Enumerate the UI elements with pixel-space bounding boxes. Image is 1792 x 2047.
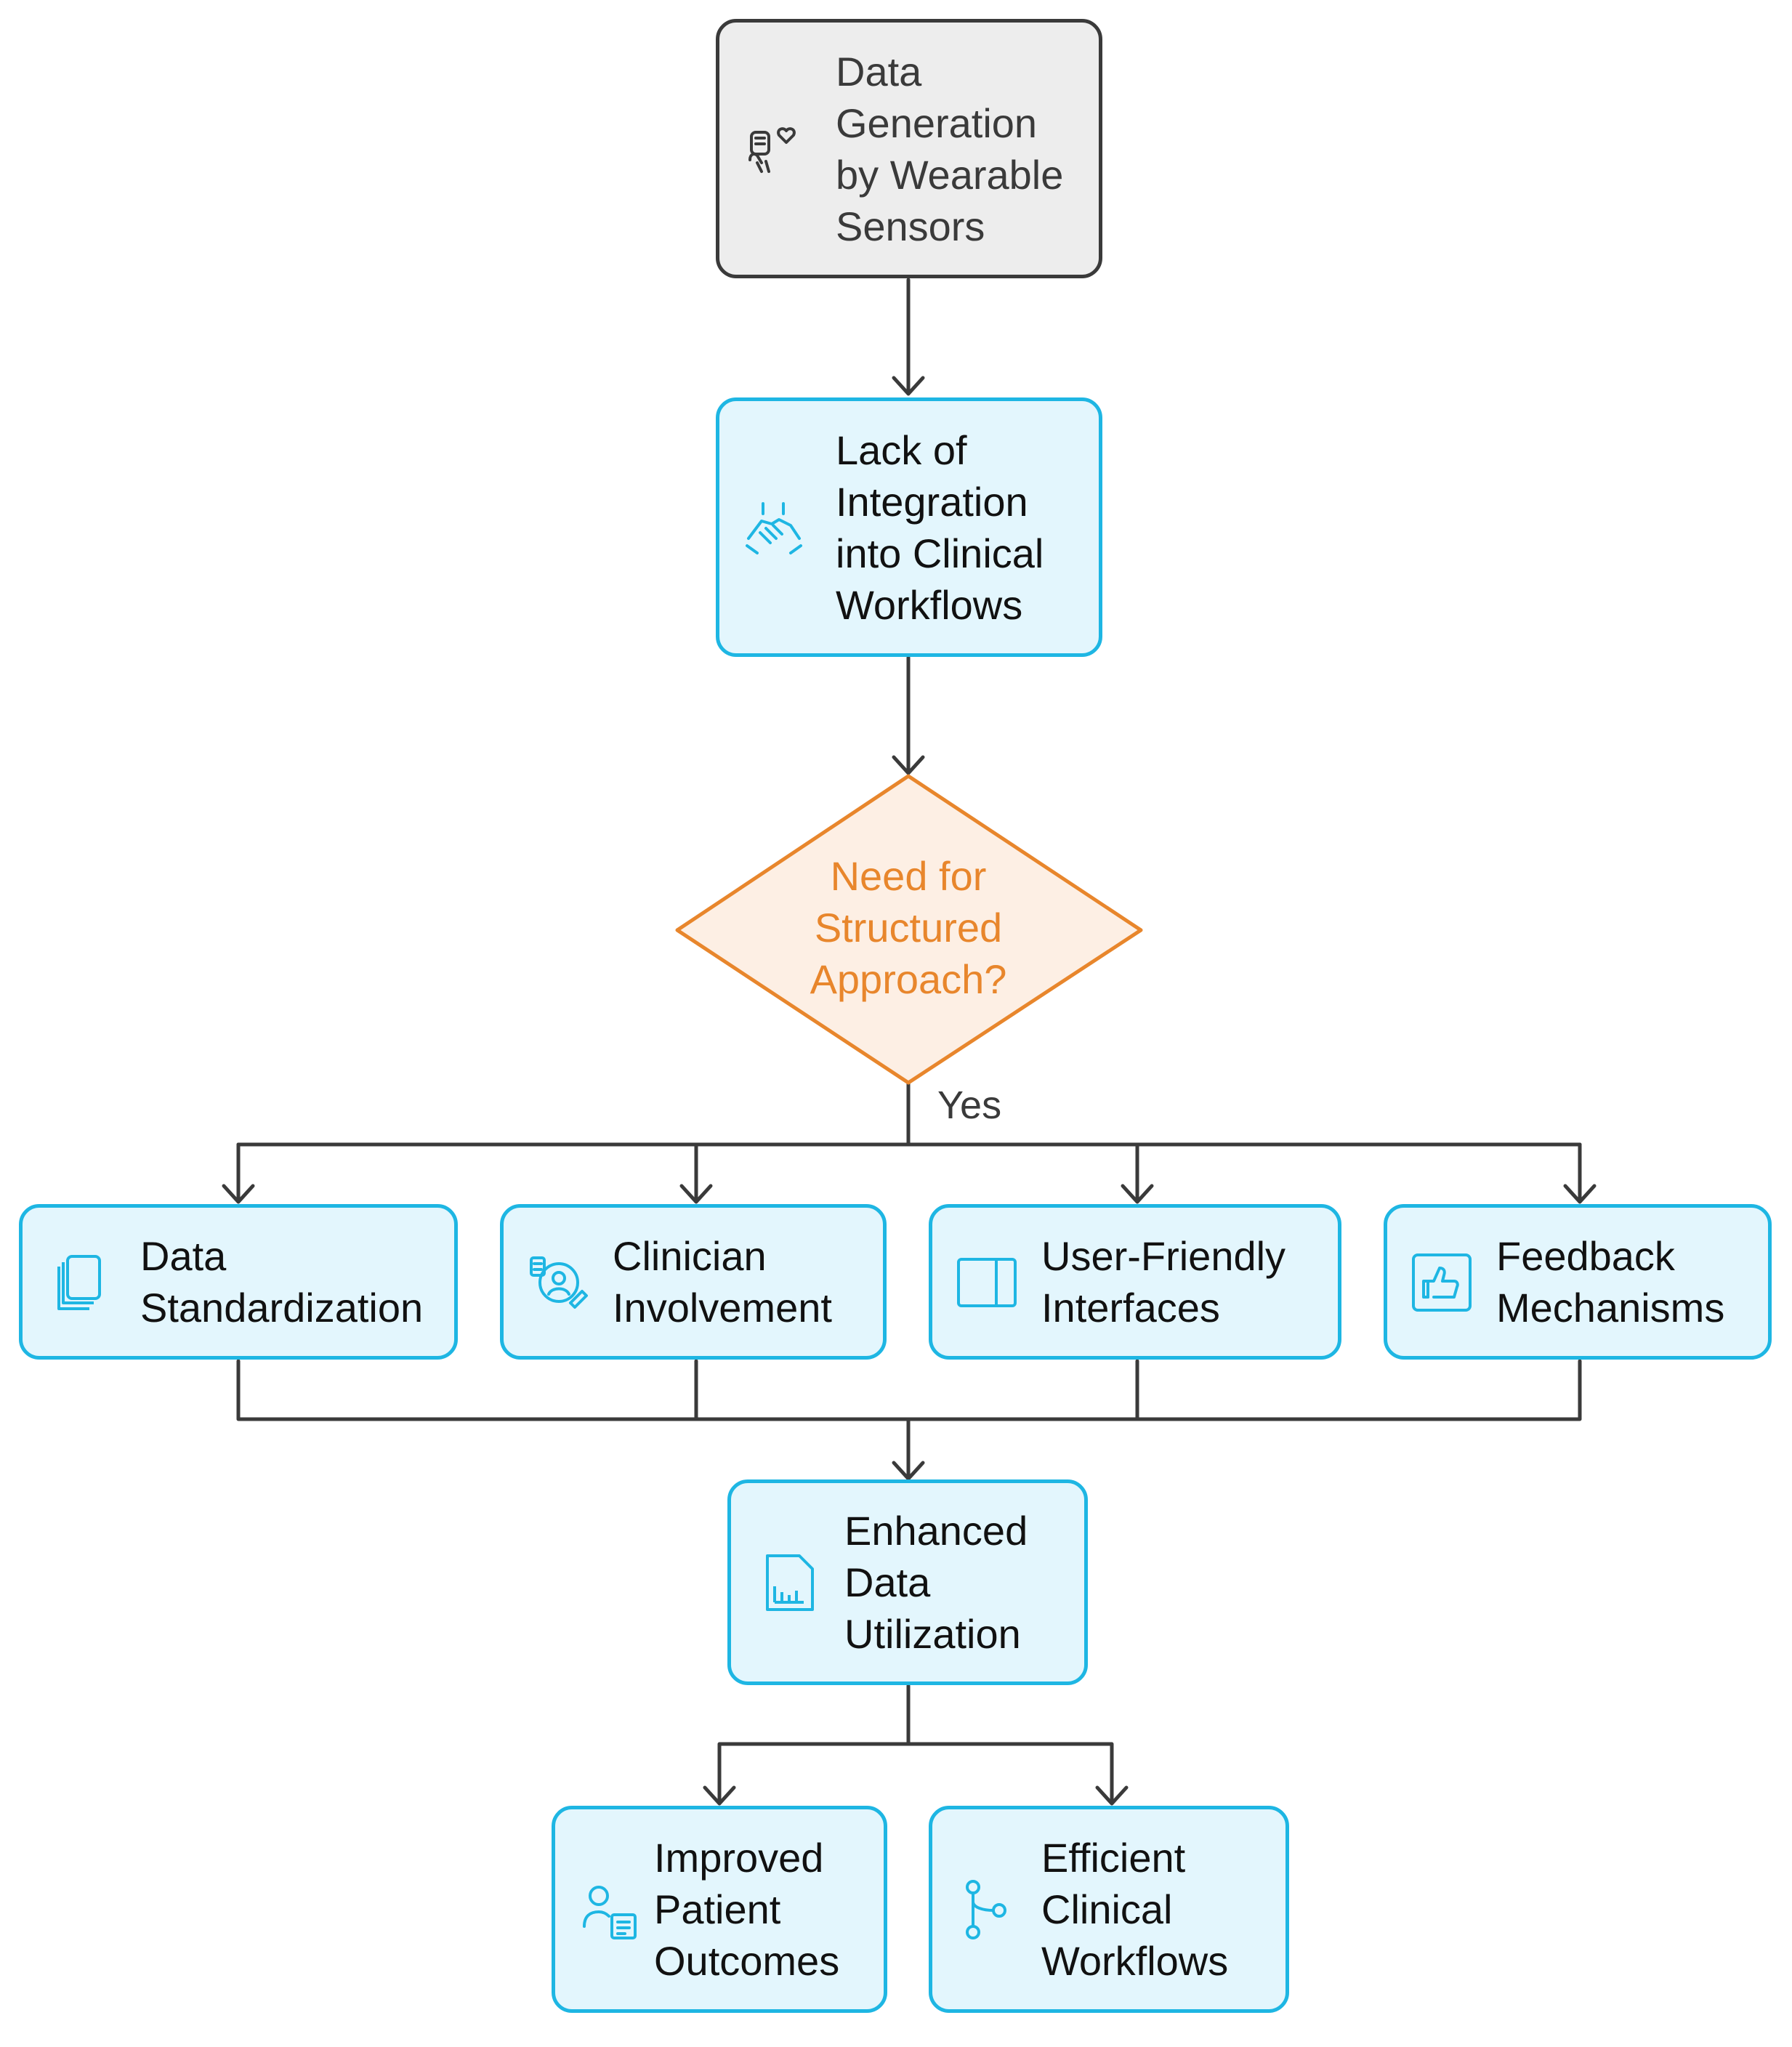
edge-merge-bus (236, 1359, 1582, 1421)
bar-chart-document-icon (757, 1550, 823, 1615)
node-label: Feedback Mechanisms (1496, 1233, 1725, 1331)
arrowhead (703, 1785, 736, 1806)
node-data-generation: Data Generation by Wearable Sensors (716, 19, 1102, 278)
document-stack-icon (49, 1249, 114, 1315)
thumbs-up-icon (1409, 1249, 1474, 1315)
node-efficient-clinical-workflows: Efficient Clinical Workflows (929, 1806, 1289, 2013)
arrowhead (679, 1184, 713, 1204)
edge-enhanced-to-workflows (906, 1742, 1114, 1804)
arrowhead (1095, 1785, 1129, 1806)
node-clinician-involvement: Clinician Involvement (500, 1204, 887, 1360)
arrowhead (892, 1461, 925, 1481)
node-user-friendly-interfaces: User-Friendly Interfaces (929, 1204, 1341, 1360)
node-label: Improved Patient Outcomes (654, 1835, 840, 1984)
panel-layout-icon (954, 1249, 1020, 1315)
hand-heart-sensor-icon (741, 116, 807, 182)
node-label: Enhanced Data Utilization (844, 1508, 1028, 1657)
node-label: User-Friendly Interfaces (1041, 1233, 1286, 1331)
node-lack-of-integration: Lack of Integration into Clinical Workfl… (716, 397, 1102, 657)
node-feedback-mechanisms: Feedback Mechanisms (1384, 1204, 1772, 1360)
edge-enhanced-split (717, 1684, 911, 1804)
branch-icon (954, 1877, 1020, 1942)
handshake-icon (741, 495, 807, 560)
arrowhead (892, 376, 925, 396)
node-enhanced-data-utilization: Enhanced Data Utilization (727, 1479, 1088, 1685)
arrowhead (1563, 1184, 1597, 1204)
node-data-standardization: Data Standardization (19, 1204, 458, 1360)
arrowhead (222, 1184, 255, 1204)
node-label: Data Generation by Wearable Sensors (836, 48, 1064, 249)
arrowhead (892, 755, 925, 775)
node-label: Clinician Involvement (613, 1233, 832, 1331)
node-improved-patient-outcomes: Improved Patient Outcomes (552, 1806, 887, 2013)
clinician-icon (525, 1249, 591, 1315)
arrowhead (1121, 1184, 1154, 1204)
node-label: Lack of Integration into Clinical Workfl… (836, 427, 1044, 628)
decision-diamond (675, 774, 1143, 1085)
node-label: Data Standardization (140, 1233, 424, 1331)
edge-label-yes: Yes (937, 1083, 1002, 1127)
node-label: Efficient Clinical Workflows (1041, 1835, 1229, 1984)
decision-label: Need for Structured Approach? (810, 853, 1007, 1002)
patient-record-icon (577, 1877, 642, 1942)
